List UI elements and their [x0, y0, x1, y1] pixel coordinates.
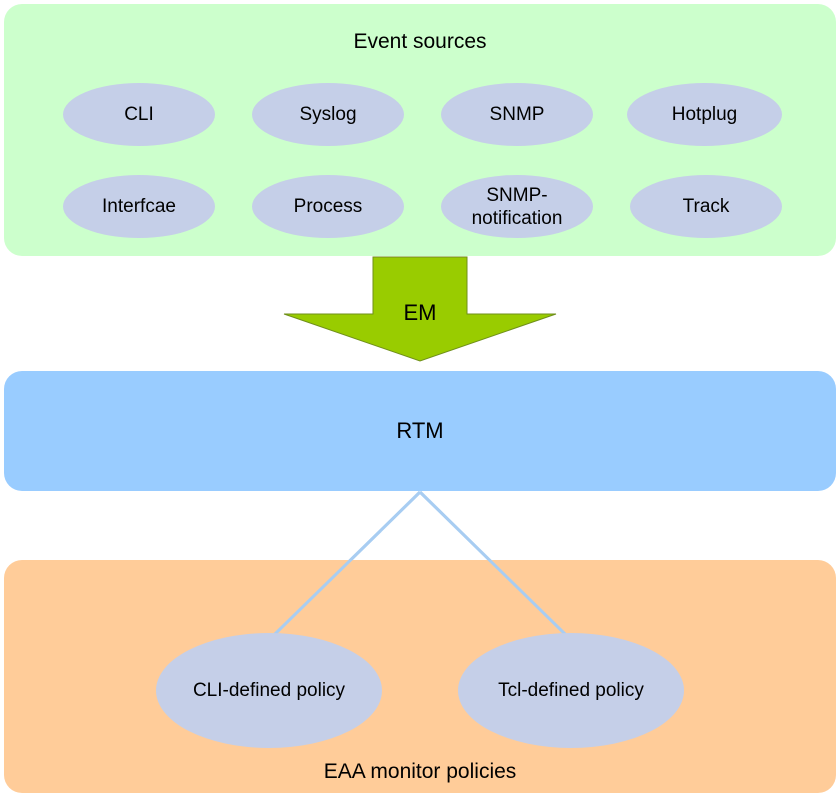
- event-source-label: Track: [682, 196, 730, 217]
- connector-line-cli-policy-overlay: [272, 490, 422, 637]
- event-source-snmp: SNMP: [441, 83, 593, 146]
- event-sources-title: Event sources: [353, 30, 487, 53]
- policy-label: Tcl-defined policy: [498, 680, 644, 701]
- event-source-hotplug: Hotplug: [627, 83, 782, 146]
- rtm-label: RTM: [396, 418, 444, 443]
- event-source-label: CLI: [124, 104, 154, 125]
- eaa-policies-panel: EAA monitor policies: [4, 560, 836, 793]
- event-source-process: Process: [252, 175, 404, 238]
- policy-cli-defined: CLI-defined policy: [156, 633, 382, 748]
- event-source-cli: CLI: [63, 83, 215, 146]
- event-source-label: SNMP- notification: [471, 184, 563, 229]
- event-source-label: SNMP: [489, 104, 545, 125]
- connector-line-tcl-policy-overlay: [418, 490, 568, 637]
- rtm-panel: RTM: [4, 371, 836, 491]
- em-arrow-shape: [283, 256, 557, 362]
- event-source-label: Process: [293, 196, 363, 217]
- event-source-snmp-notification: SNMP- notification: [441, 175, 593, 238]
- em-arrow-label: EM: [403, 300, 437, 325]
- event-source-label: Syslog: [299, 104, 357, 125]
- eaa-policies-title: EAA monitor policies: [323, 760, 517, 783]
- policy-label: CLI-defined policy: [192, 680, 346, 701]
- event-source-label: Hotplug: [671, 104, 738, 125]
- event-source-track: Track: [630, 175, 782, 238]
- event-source-label: Interfcae: [102, 196, 176, 217]
- event-source-syslog: Syslog: [252, 83, 404, 146]
- policy-tcl-defined: Tcl-defined policy: [458, 633, 684, 748]
- event-source-interface: Interfcae: [63, 175, 215, 238]
